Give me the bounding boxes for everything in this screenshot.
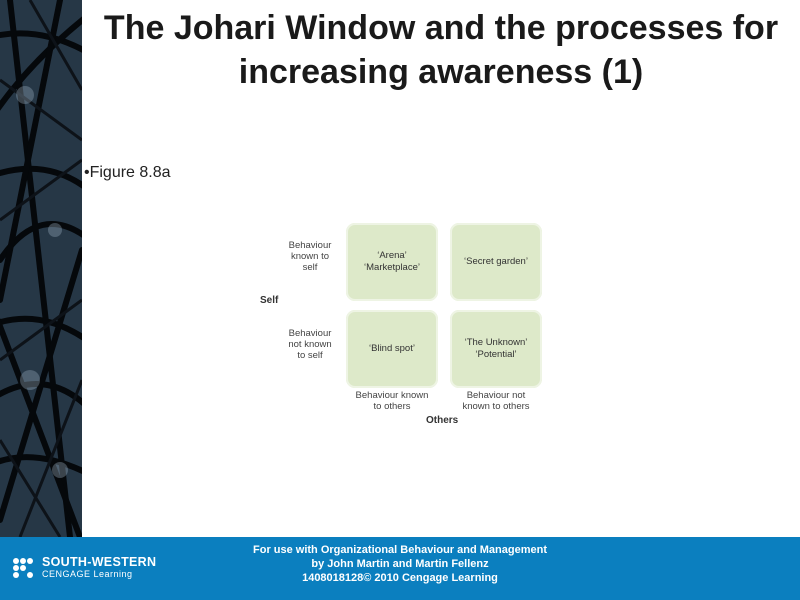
publisher-dots-icon — [13, 558, 33, 578]
decorative-side-image — [0, 0, 82, 537]
axis-label-self: Self — [260, 295, 279, 306]
quadrant-unknown: ‘The Unknown’ ‘Potential’ — [450, 310, 542, 388]
johari-window-diagram: Behaviour known to self Self Behaviour n… — [250, 215, 560, 435]
logo-sub-text: CENGAGE Learning — [42, 569, 133, 579]
footer-credit: For use with Organizational Behaviour an… — [253, 544, 547, 584]
col-label-known-to-others: Behaviour known to others — [355, 390, 429, 412]
figure-caption: •Figure 8.8a — [84, 164, 171, 181]
footer-bar: SOUTH-WESTERN CENGAGE Learning For use w… — [0, 537, 800, 600]
quadrant-arena: ‘Arena’ ‘Marketplace’ — [346, 223, 438, 301]
quadrant-secret-garden: ‘Secret garden’ — [450, 223, 542, 301]
slide-title: The Johari Window and the processes for … — [103, 9, 779, 91]
logo-main-text: SOUTH-WESTERN — [42, 555, 157, 569]
publisher-logo: SOUTH-WESTERN CENGAGE Learning — [10, 555, 156, 581]
quadrant-blind-spot: ‘Blind spot’ — [346, 310, 438, 388]
row-label-known-to-self: Behaviour known to self — [288, 240, 332, 273]
axis-label-others: Others — [426, 415, 459, 426]
lattice-structure-image — [0, 0, 82, 537]
row-label-not-known-to-self: Behaviour not known to self — [288, 328, 332, 361]
col-label-not-known-to-others: Behaviour not known to others — [462, 390, 530, 412]
